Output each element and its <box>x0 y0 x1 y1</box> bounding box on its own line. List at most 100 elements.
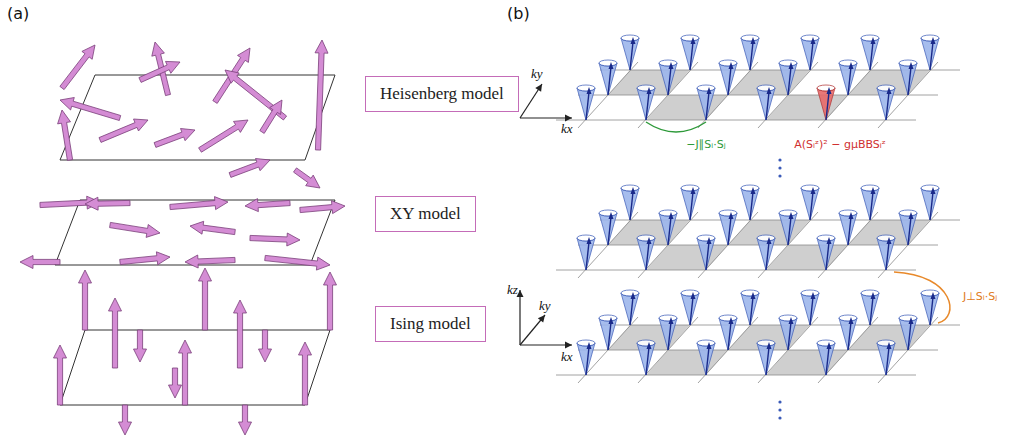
cone-rim <box>921 290 939 296</box>
cone-rim <box>839 315 857 321</box>
spin-cone <box>719 318 737 350</box>
cone-rim <box>779 315 797 321</box>
axis-head <box>565 115 572 122</box>
spin-arrow <box>179 340 192 405</box>
lattice-line <box>758 212 818 278</box>
spin-arrow <box>294 168 321 188</box>
lattice-line <box>578 317 638 383</box>
lattice-line <box>638 212 698 278</box>
spin-vector <box>750 192 753 220</box>
spin-cone <box>899 318 917 350</box>
spin-head <box>827 342 832 349</box>
spin-cone <box>741 38 759 70</box>
lattice-tile <box>848 325 930 350</box>
lattice-tile <box>608 70 690 95</box>
axis-head <box>565 342 572 349</box>
interlayer-arc <box>894 272 950 323</box>
spin-arrow <box>119 405 132 435</box>
model-name: XY model <box>390 204 461 224</box>
cone-rim <box>599 60 617 66</box>
lattice-tile <box>646 245 728 270</box>
lattice-line <box>638 62 698 128</box>
spin-vector <box>930 192 933 220</box>
spin-vector <box>646 242 649 270</box>
spin-arrow <box>324 272 337 330</box>
spin-cone <box>741 293 759 325</box>
spin-cone <box>599 63 617 95</box>
cone-rim <box>681 185 699 191</box>
spin-vector <box>766 92 769 120</box>
spin-vector <box>750 42 753 70</box>
spin-head <box>751 292 756 299</box>
spin-cone <box>757 343 775 375</box>
spin-vector <box>930 297 933 325</box>
spin-head <box>909 317 914 324</box>
lattice-line <box>698 212 758 278</box>
spin-head <box>647 342 652 349</box>
axis-line <box>520 344 572 345</box>
cone-rim <box>577 85 595 91</box>
spin-vector <box>668 217 671 245</box>
spin-cone <box>817 88 835 120</box>
spin-cone <box>921 38 939 70</box>
continuation-dot <box>778 166 781 169</box>
axis-label: kx <box>560 121 574 137</box>
spin-cone <box>817 343 835 375</box>
spin-vector <box>870 192 873 220</box>
spin-head <box>767 87 772 94</box>
cone-rim <box>779 60 797 66</box>
spin-cone <box>801 188 819 220</box>
spin-head <box>729 317 734 324</box>
spin-head <box>647 237 652 244</box>
lattice-line <box>578 62 638 128</box>
spin-cone <box>921 293 939 325</box>
spin-arrow <box>170 197 228 210</box>
axis-label: kz <box>506 282 519 298</box>
cone-rim <box>861 290 879 296</box>
lattice-tile <box>646 350 728 375</box>
spin-arrow <box>260 100 282 133</box>
cone-rim <box>757 340 775 346</box>
spin-head <box>849 212 854 219</box>
model-box: Ising model <box>375 306 486 342</box>
cone-rim <box>899 315 917 321</box>
spin-arrow <box>139 61 180 82</box>
axis-line <box>519 290 520 345</box>
spin-cone <box>757 88 775 120</box>
cone-rim <box>921 185 939 191</box>
cone-rim <box>659 315 677 321</box>
spin-cone <box>921 188 939 220</box>
spin-arrow <box>154 129 195 148</box>
spin-head <box>789 317 794 324</box>
spin-vector <box>608 217 611 245</box>
lattice-line <box>758 62 818 128</box>
lattice-line <box>818 62 878 128</box>
spin-cone <box>719 213 737 245</box>
axis-line <box>520 117 572 118</box>
spin-head <box>691 187 696 194</box>
spin-head <box>931 187 936 194</box>
spin-vector <box>766 242 769 270</box>
lattice-line <box>878 62 938 128</box>
spin-vector <box>826 347 829 375</box>
lattice-tile <box>848 70 930 95</box>
spin-head <box>811 292 816 299</box>
spin-arrow <box>169 368 182 398</box>
spin-arrow <box>120 252 170 265</box>
spin-head <box>751 37 756 44</box>
spin-arrow <box>199 268 212 330</box>
spin-head <box>691 292 696 299</box>
spin-arrow <box>245 199 290 212</box>
lattice-line <box>556 270 916 271</box>
cone-rim <box>697 85 715 91</box>
spin-vector <box>706 242 709 270</box>
spin-vector <box>908 322 911 350</box>
cone-rim <box>921 35 939 41</box>
spin-head <box>729 212 734 219</box>
cone-rim <box>757 235 775 241</box>
model-box: Heisenberg model <box>365 76 519 112</box>
spin-head <box>849 62 854 69</box>
spin-cone <box>741 188 759 220</box>
axis-label: ky <box>530 66 544 82</box>
spin-vector <box>826 242 829 270</box>
